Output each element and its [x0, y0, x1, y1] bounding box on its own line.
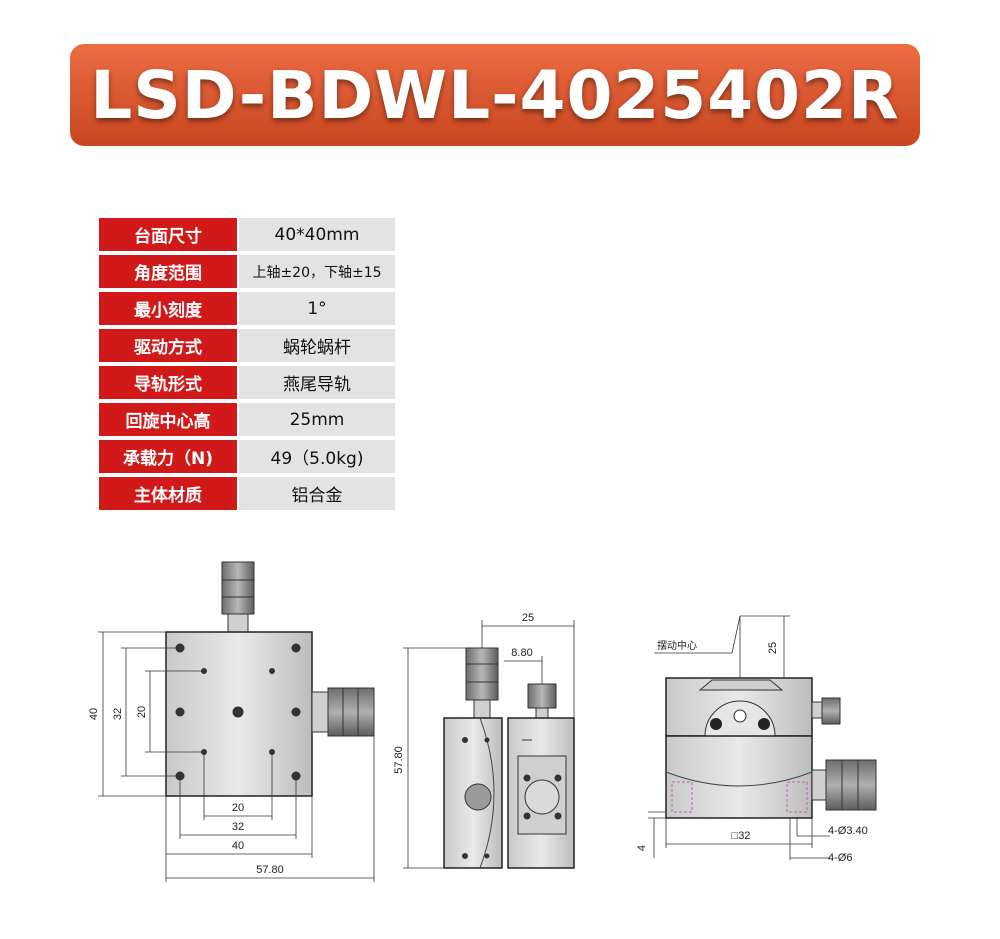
- dim-label: 40: [232, 840, 244, 852]
- dim-label: □32: [732, 830, 751, 842]
- dim-label: 20: [136, 706, 148, 718]
- spec-key: 主体材质: [99, 477, 237, 510]
- spec-key: 最小刻度: [99, 292, 237, 325]
- product-title: LSD-BDWL-4025402R: [90, 56, 900, 134]
- dim-label: 4-Ø3.40: [828, 825, 868, 837]
- spec-row: 主体材质 铝合金: [99, 477, 395, 510]
- dim-label: 4: [636, 845, 648, 851]
- dim-label: 25: [522, 612, 534, 624]
- spec-key: 驱动方式: [99, 329, 237, 362]
- front-view: 摆动中心 25 □32 4-Ø3.40 4-Ø6 4: [636, 615, 877, 864]
- spec-row: 角度范围 上轴±20，下轴±15: [99, 255, 395, 288]
- side-view: 25 8.80 57.80: [393, 612, 575, 869]
- spec-value: 蜗轮蜗杆: [237, 329, 395, 362]
- spec-value: 上轴±20，下轴±15: [237, 255, 395, 288]
- spec-key: 导轨形式: [99, 366, 237, 399]
- title-banner: LSD-BDWL-4025402R: [70, 44, 920, 146]
- spec-row: 回旋中心高 25mm: [99, 403, 395, 436]
- spec-value: 铝合金: [237, 477, 395, 510]
- dim-label: 25: [767, 642, 779, 654]
- spec-key: 承载力（N): [99, 440, 237, 473]
- spec-value: 25mm: [237, 403, 395, 436]
- dim-label: 57.80: [393, 746, 405, 774]
- technical-drawings: 40 32 20 20 32 40 57.80: [88, 561, 877, 882]
- dim-label: 8.80: [511, 647, 532, 659]
- spec-value: 40*40mm: [237, 218, 395, 251]
- spec-row: 驱动方式 蜗轮蜗杆: [99, 329, 395, 362]
- top-knob: [221, 561, 255, 615]
- spec-row: 最小刻度 1°: [99, 292, 395, 325]
- spec-value: 49（5.0kg): [237, 440, 395, 473]
- spec-key: 回旋中心高: [99, 403, 237, 436]
- title-banner-background: [70, 44, 920, 146]
- dim-label: 4-Ø6: [828, 852, 852, 864]
- spec-table: 台面尺寸 40*40mm 角度范围 上轴±20，下轴±15 最小刻度 1° 驱动…: [99, 214, 395, 514]
- side-view-knob: [465, 647, 499, 701]
- spec-row: 导轨形式 燕尾导轨: [99, 366, 395, 399]
- side-knob: [327, 687, 375, 737]
- top-view: 40 32 20 20 32 40 57.80: [88, 561, 375, 882]
- dim-label: 57.80: [256, 864, 284, 876]
- dim-label: 40: [88, 708, 100, 720]
- dim-label: 32: [232, 821, 244, 833]
- swing-center-label: 摆动中心: [657, 639, 697, 652]
- spec-key: 台面尺寸: [99, 218, 237, 251]
- spec-value: 1°: [237, 292, 395, 325]
- spec-row: 承载力（N) 49（5.0kg): [99, 440, 395, 473]
- spec-value: 燕尾导轨: [237, 366, 395, 399]
- spec-row: 台面尺寸 40*40mm: [99, 218, 395, 251]
- dim-label: 20: [232, 802, 244, 814]
- spec-key: 角度范围: [99, 255, 237, 288]
- dim-label: 32: [112, 708, 124, 720]
